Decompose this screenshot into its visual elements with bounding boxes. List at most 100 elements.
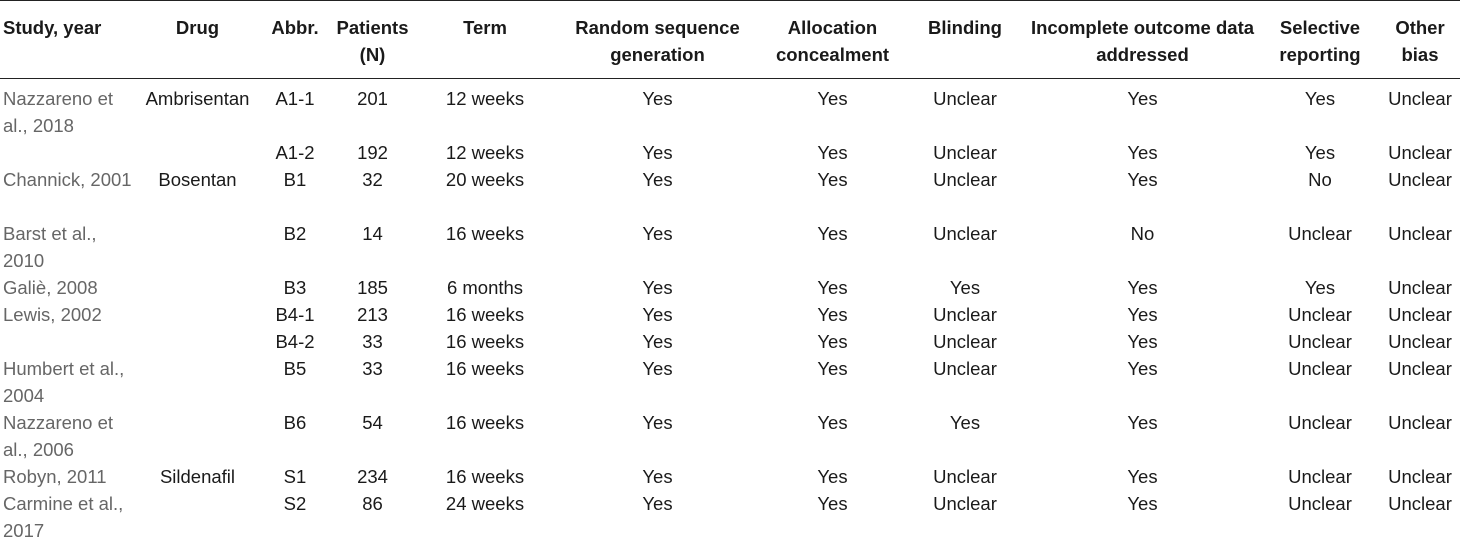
cell-blinding: Unclear: [905, 490, 1025, 544]
cell-abbr: A1-1: [260, 79, 330, 140]
cell-abbr: B1: [260, 166, 330, 220]
cell-selective-reporting: Yes: [1260, 274, 1380, 301]
cell-study-year: Nazzareno et al., 2018: [0, 79, 135, 140]
cell-drug: [135, 301, 260, 328]
header-patients: Patients (N): [330, 1, 415, 79]
cell-term: 12 weeks: [415, 139, 555, 166]
cell-other-bias: Unclear: [1380, 301, 1460, 328]
cell-patients: 32: [330, 166, 415, 220]
header-selective-reporting: Selective reporting: [1260, 1, 1380, 79]
cell-blinding: Unclear: [905, 301, 1025, 328]
cell-allocation: Yes: [760, 220, 905, 274]
cell-other-bias: Unclear: [1380, 166, 1460, 220]
cell-term: 16 weeks: [415, 301, 555, 328]
cell-blinding: Unclear: [905, 355, 1025, 409]
cell-allocation: Yes: [760, 79, 905, 140]
cell-blinding: Unclear: [905, 166, 1025, 220]
cell-other-bias: Unclear: [1380, 79, 1460, 140]
cell-selective-reporting: Yes: [1260, 139, 1380, 166]
header-blinding: Blinding: [905, 1, 1025, 79]
cell-blinding: Yes: [905, 409, 1025, 463]
cell-drug: [135, 139, 260, 166]
cell-random-sequence: Yes: [555, 274, 760, 301]
header-study-year: Study, year: [0, 1, 135, 79]
header-incomplete-outcome: Incomplete outcome data addressed: [1025, 1, 1260, 79]
cell-allocation: Yes: [760, 274, 905, 301]
cell-term: 16 weeks: [415, 355, 555, 409]
cell-random-sequence: Yes: [555, 220, 760, 274]
cell-study-year: Lewis, 2002: [0, 301, 135, 328]
cell-other-bias: Unclear: [1380, 355, 1460, 409]
cell-abbr: S1: [260, 463, 330, 490]
cell-incomplete-outcome: Yes: [1025, 166, 1260, 220]
cell-patients: 192: [330, 139, 415, 166]
cell-abbr: B4-1: [260, 301, 330, 328]
cell-blinding: Unclear: [905, 463, 1025, 490]
cell-patients: 234: [330, 463, 415, 490]
cell-drug: [135, 355, 260, 409]
cell-abbr: S2: [260, 490, 330, 544]
cell-term: 16 weeks: [415, 409, 555, 463]
cell-abbr: B5: [260, 355, 330, 409]
cell-patients: 33: [330, 355, 415, 409]
cell-study-year: Barst et al., 2010: [0, 220, 135, 274]
cell-term: 24 weeks: [415, 490, 555, 544]
cell-patients: 185: [330, 274, 415, 301]
cell-selective-reporting: Unclear: [1260, 463, 1380, 490]
cell-random-sequence: Yes: [555, 463, 760, 490]
cell-other-bias: Unclear: [1380, 274, 1460, 301]
cell-study-year: Carmine et al., 2017: [0, 490, 135, 544]
cell-other-bias: Unclear: [1380, 139, 1460, 166]
cell-abbr: B2: [260, 220, 330, 274]
cell-patients: 33: [330, 328, 415, 355]
header-term: Term: [415, 1, 555, 79]
cell-allocation: Yes: [760, 355, 905, 409]
cell-random-sequence: Yes: [555, 409, 760, 463]
cell-drug: Ambrisentan: [135, 79, 260, 140]
header-abbr: Abbr.: [260, 1, 330, 79]
cell-drug: Sildenafil: [135, 463, 260, 490]
header-row: Study, year Drug Abbr. Patients (N) Term…: [0, 1, 1460, 79]
cell-random-sequence: Yes: [555, 166, 760, 220]
cell-other-bias: Unclear: [1380, 490, 1460, 544]
cell-study-year: Humbert et al., 2004: [0, 355, 135, 409]
cell-incomplete-outcome: Yes: [1025, 409, 1260, 463]
cell-selective-reporting: Unclear: [1260, 301, 1380, 328]
cell-selective-reporting: Unclear: [1260, 328, 1380, 355]
cell-allocation: Yes: [760, 328, 905, 355]
cell-patients: 54: [330, 409, 415, 463]
cell-term: 16 weeks: [415, 220, 555, 274]
header-random-sequence: Random sequence generation: [555, 1, 760, 79]
cell-abbr: B6: [260, 409, 330, 463]
cell-other-bias: Unclear: [1380, 220, 1460, 274]
cell-abbr: B3: [260, 274, 330, 301]
cell-drug: Bosentan: [135, 166, 260, 220]
cell-allocation: Yes: [760, 139, 905, 166]
cell-incomplete-outcome: Yes: [1025, 355, 1260, 409]
header-other-bias: Other bias: [1380, 1, 1460, 79]
cell-selective-reporting: Unclear: [1260, 220, 1380, 274]
cell-patients: 213: [330, 301, 415, 328]
cell-blinding: Unclear: [905, 328, 1025, 355]
cell-random-sequence: Yes: [555, 355, 760, 409]
cell-abbr: A1-2: [260, 139, 330, 166]
cell-other-bias: Unclear: [1380, 328, 1460, 355]
cell-selective-reporting: Unclear: [1260, 490, 1380, 544]
cell-patients: 86: [330, 490, 415, 544]
cell-study-year: Robyn, 2011: [0, 463, 135, 490]
cell-allocation: Yes: [760, 301, 905, 328]
cell-blinding: Unclear: [905, 220, 1025, 274]
cell-random-sequence: Yes: [555, 301, 760, 328]
header-allocation: Allocation concealment: [760, 1, 905, 79]
